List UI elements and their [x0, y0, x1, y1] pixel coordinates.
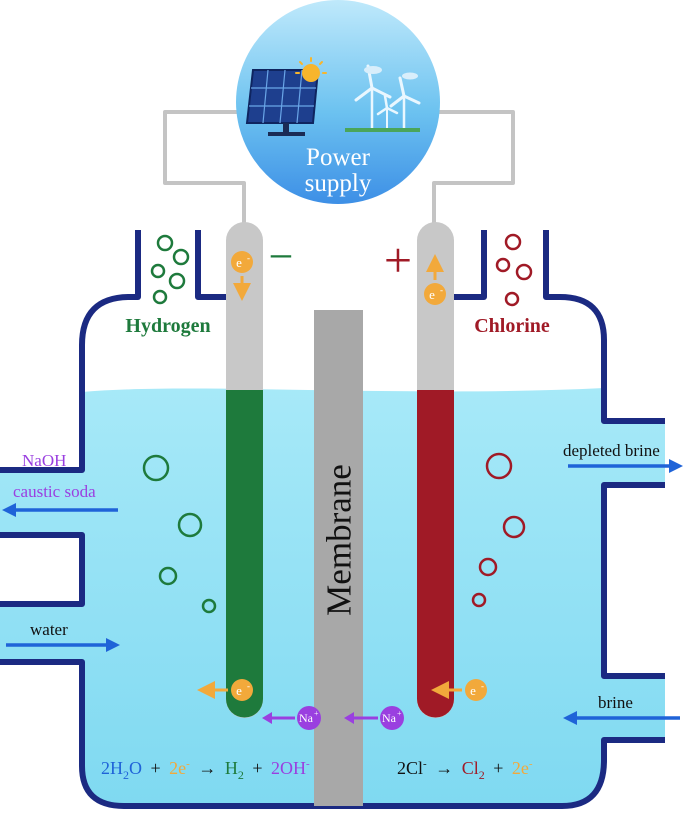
electron-cathode-bottom: e -: [197, 679, 253, 701]
brine-inflow-arrow: [563, 711, 680, 725]
membrane-label: Membrane: [320, 464, 359, 616]
water-label: water: [30, 620, 68, 639]
svg-text:Na: Na: [382, 711, 397, 725]
caustic-soda-label: caustic soda: [13, 482, 96, 501]
power-wires: [163, 110, 515, 225]
anode-equation: 2Cl- → Cl2 + 2e-: [397, 751, 533, 783]
cathode-sign: −: [269, 232, 294, 281]
svg-text:-: -: [440, 285, 443, 295]
cathode-equation: 2H2O + 2e- → H2 + 2OH-: [101, 751, 310, 783]
svg-text:-: -: [247, 253, 250, 263]
anode-electrode: [417, 222, 454, 718]
svg-text:-: -: [481, 681, 484, 691]
svg-text:e: e: [470, 683, 476, 698]
svg-text:-: -: [247, 681, 250, 691]
electron-anode-bottom: e -: [431, 679, 487, 701]
sun-icon: [295, 57, 327, 82]
electron-cathode-top: e -: [231, 251, 253, 301]
sodium-ion-left: Na +: [262, 706, 321, 730]
chlorine-label: Chlorine: [474, 315, 550, 337]
solar-panel-icon: [245, 69, 320, 136]
cathode-electrode: [226, 222, 263, 718]
anode-sign: +: [384, 232, 412, 288]
svg-text:e: e: [236, 255, 242, 270]
chlorine-bubbles: [471, 233, 533, 608]
power-supply: Power supply: [236, 0, 440, 204]
power-supply-label-line1: Power: [306, 144, 371, 171]
hydrogen-bubbles: [142, 234, 217, 614]
membrane: [314, 310, 363, 806]
caustic-soda-outflow-arrow: [2, 503, 118, 517]
sodium-ion-right: Na +: [344, 706, 404, 730]
power-supply-label-line2: supply: [305, 170, 372, 197]
svg-text:+: +: [314, 709, 319, 718]
water-inflow-arrow: [6, 638, 120, 652]
svg-text:e: e: [236, 683, 242, 698]
svg-text:Na: Na: [299, 711, 314, 725]
power-supply-circle: [236, 0, 440, 204]
wind-turbine-icon: [345, 64, 421, 132]
svg-text:+: +: [397, 709, 402, 718]
electron-anode-top: e -: [424, 254, 446, 305]
naoh-label: NaOH: [22, 451, 66, 470]
brine-label: brine: [598, 693, 633, 712]
svg-text:e: e: [429, 287, 435, 302]
depleted-brine-label: depleted brine: [563, 441, 660, 460]
depleted-brine-outflow-arrow: [568, 459, 683, 473]
hydrogen-label: Hydrogen: [125, 315, 210, 337]
